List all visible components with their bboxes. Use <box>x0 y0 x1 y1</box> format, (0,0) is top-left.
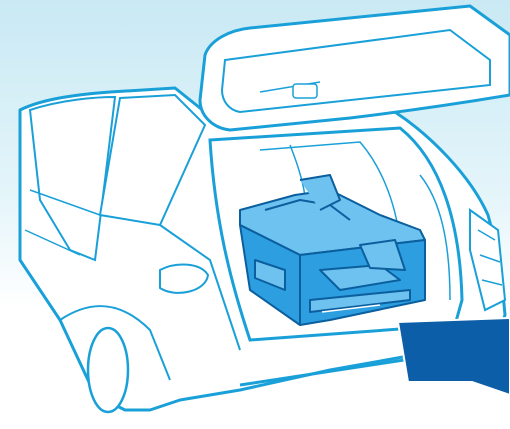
pointer-arrow-icon <box>398 318 510 395</box>
rear-wheel <box>88 328 128 412</box>
tailgate-handle <box>293 84 317 98</box>
